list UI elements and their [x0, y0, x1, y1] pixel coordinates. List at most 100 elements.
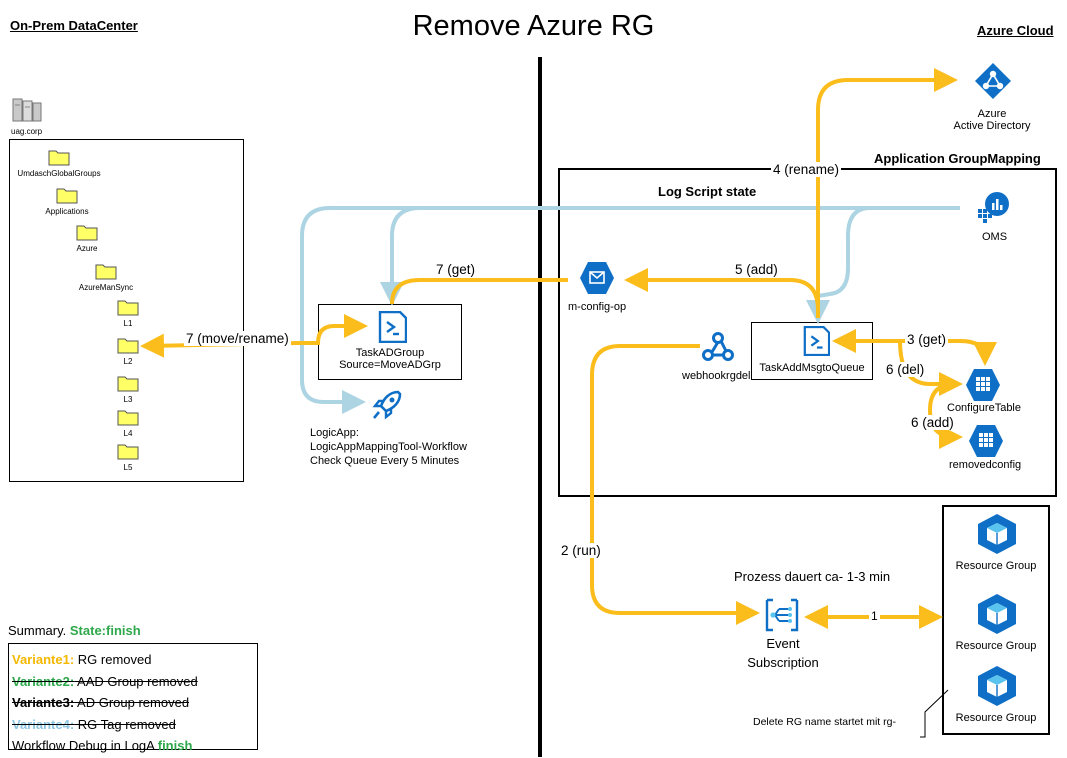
logicapp-line2: LogicAppMappingTool-Workflow	[310, 441, 467, 453]
variante3-text: AD Group removed	[74, 695, 190, 710]
orange-2-run	[590, 344, 760, 625]
folder-icon[interactable]	[117, 298, 139, 321]
blue-line-oms-to-logicapp	[300, 206, 960, 414]
folder-label: Azure	[76, 244, 98, 253]
azure-cloud-label: Azure Cloud	[977, 23, 1054, 38]
debug-state: finish	[157, 738, 193, 753]
runbook-icon-taskad[interactable]	[377, 310, 408, 348]
step-3-get: 3 (get)	[905, 332, 949, 347]
orange-4-rename	[816, 68, 958, 318]
variante4-text: RG Tag removed	[74, 716, 176, 732]
folder-icon[interactable]	[117, 408, 139, 431]
resource-group-label: Resource Group	[955, 640, 1037, 652]
debug-text: Workflow Debug in LogA	[12, 738, 158, 753]
variante1-row: Variante1: RG removed	[12, 649, 198, 671]
variante1-text: RG removed	[74, 652, 152, 667]
variante2-text: AAD Group removed	[74, 673, 198, 689]
orange-5-add	[624, 268, 820, 311]
server-icon	[11, 97, 43, 130]
resource-group-label: Resource Group	[955, 560, 1037, 572]
configuretable-label: ConfigureTable	[947, 402, 1021, 414]
folder-label: UmdaschGlobalGroups	[17, 169, 101, 178]
mconfig-label: m-config-op	[568, 301, 627, 313]
azure-ad-label-line2: Active Directory	[953, 120, 1031, 132]
server-label: uag.corp	[11, 127, 43, 136]
folder-icon[interactable]	[95, 262, 117, 285]
folder-icon[interactable]	[117, 442, 139, 465]
step-4-rename: 4 (rename)	[771, 162, 842, 177]
ad-tree-box	[9, 139, 244, 482]
resource-group-label: Resource Group	[955, 712, 1037, 724]
variante4-row: Variante4: RG Tag removed	[12, 714, 198, 736]
resource-group-icon[interactable]	[977, 593, 1017, 640]
blue-line-oms-to-taskad	[380, 206, 421, 306]
oms-icon[interactable]	[976, 191, 1010, 230]
webhook-label: webhookrgdel	[682, 370, 751, 382]
folder-icon[interactable]	[117, 336, 139, 359]
queue-icon[interactable]	[579, 260, 615, 301]
app-groupmapping-title: Application GroupMapping	[874, 151, 1041, 166]
task-adgroup-label: TaskADGroup Source=MoveADGrp	[318, 347, 462, 371]
logicapp-label: LogicApp: LogicAppMappingTool-Workflow C…	[310, 426, 467, 468]
variante3-name: Variante3:	[12, 695, 75, 710]
resource-group-box	[942, 505, 1050, 735]
debug-row: Workflow Debug in LogA finish	[12, 735, 198, 757]
step-7-move: 7 (move/rename)	[184, 331, 291, 346]
folder-label: L4	[123, 429, 133, 438]
azure-ad-icon[interactable]	[974, 62, 1012, 105]
event-label-line1: Event	[766, 636, 800, 651]
task-adgroup-source: Source=MoveADGrp	[339, 359, 441, 371]
event-subscription-label: Event Subscription	[731, 634, 835, 672]
folder-label: L1	[123, 319, 133, 328]
step-1: 1	[869, 609, 880, 623]
resource-group-icon[interactable]	[977, 665, 1017, 712]
orange-6-add	[927, 382, 963, 449]
oms-label: OMS	[982, 231, 1008, 243]
variante2-row: Variante2: AAD Group removed	[12, 671, 198, 693]
folder-icon[interactable]	[48, 148, 70, 171]
event-subscription-icon[interactable]	[765, 598, 799, 637]
delete-note-bracket	[920, 689, 949, 738]
folder-icon[interactable]	[56, 186, 78, 209]
page-title: Remove Azure RG	[412, 10, 655, 42]
logicapp-rocket-icon[interactable]	[370, 388, 404, 427]
log-script-title: Log Script state	[658, 184, 757, 199]
summary-rows: Variante1: RG removed Variante2: AAD Gro…	[12, 649, 198, 757]
orange-7-move-tail	[300, 314, 368, 345]
summary-prefix: Summary.	[8, 623, 70, 638]
folder-label: AzureManSync	[78, 283, 134, 292]
azure-ad-label: Azure Active Directory	[936, 108, 1048, 132]
variante3-row: Variante3: AD Group removed	[12, 692, 198, 714]
logicapp-line3: Check Queue Every 5 Minutes	[310, 455, 460, 467]
event-label-line2: Subscription	[747, 655, 819, 670]
table-icon-configure[interactable]	[964, 367, 1002, 408]
summary-heading: Summary. State:finish	[8, 623, 141, 638]
variante1-name: Variante1:	[12, 652, 75, 667]
step-6-del: 6 (del)	[884, 362, 927, 377]
divider	[538, 57, 542, 757]
removedconfig-label: removedconfig	[949, 459, 1022, 471]
resource-group-icon[interactable]	[977, 513, 1017, 560]
blue-line-oms-to-taskadd	[806, 206, 871, 324]
step-2-run: 2 (run)	[559, 543, 603, 558]
orange-7-get	[390, 278, 568, 305]
process-duration: Prozess dauert ca- 1-3 min	[734, 569, 891, 584]
onprem-label: On-Prem DataCenter	[10, 18, 138, 33]
step-5-add: 5 (add)	[733, 262, 780, 277]
folder-icon[interactable]	[76, 223, 98, 246]
variante2-name: Variante2:	[12, 673, 75, 689]
task-addmsg-label: TaskAddMsgtoQueue	[759, 362, 865, 374]
step-7-get: 7 (get)	[434, 262, 478, 277]
folder-icon[interactable]	[117, 374, 139, 397]
folder-label: L2	[123, 357, 133, 366]
task-adgroup-name: TaskADGroup	[355, 347, 425, 359]
summary-box	[8, 643, 258, 750]
runbook-icon-taskadd[interactable]	[802, 325, 831, 361]
variante4-name: Variante4:	[12, 716, 75, 732]
table-icon-removed[interactable]	[967, 423, 1005, 464]
delete-note: Delete RG name startet mit rg-	[753, 716, 896, 728]
azure-ad-label-line1: Azure	[977, 108, 1007, 120]
webhook-icon[interactable]	[701, 330, 735, 369]
logicapp-line1: LogicApp:	[310, 427, 359, 439]
